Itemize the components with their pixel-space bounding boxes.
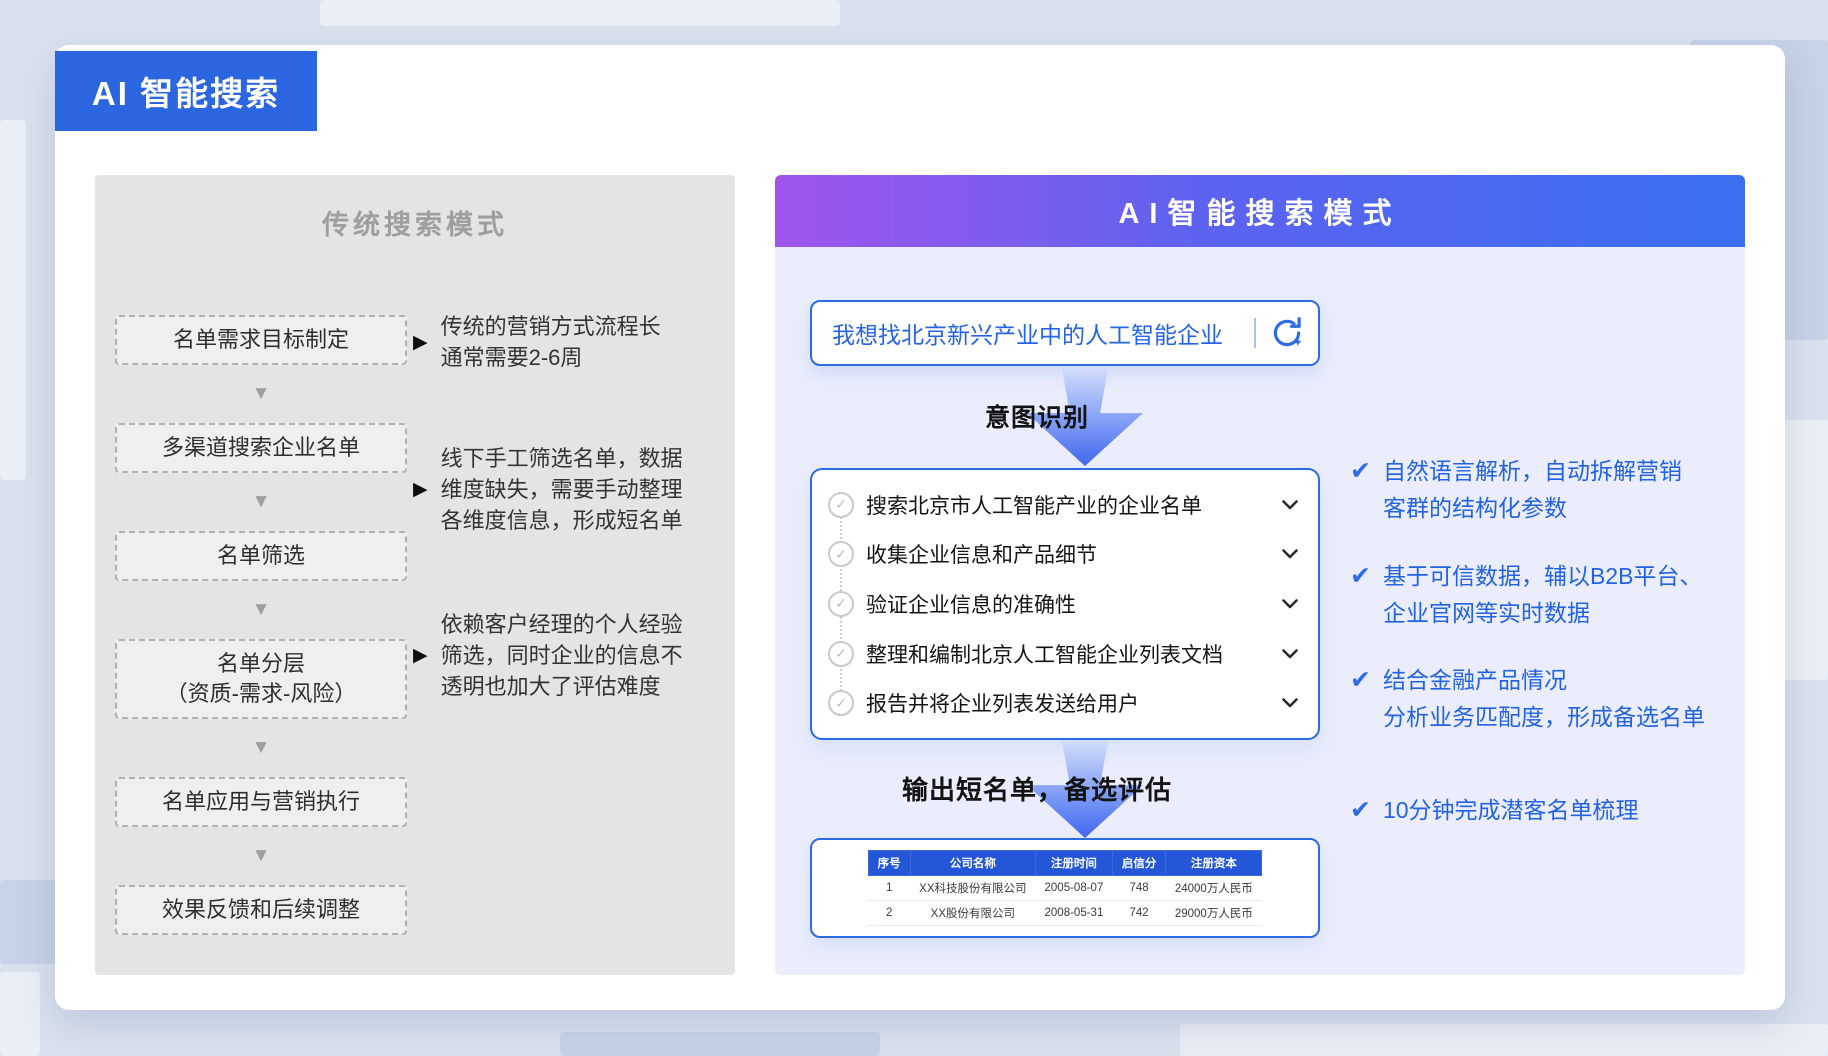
flow-down-arrow-icon: ▼	[251, 491, 271, 512]
benefit-1-text: 自然语言解析，自动拆解营销 客群的结构化参数	[1382, 458, 1682, 521]
benefit-item-2: ✔ 基于可信数据，辅以B2B平台、 企业官网等实时数据	[1350, 558, 1742, 632]
traditional-flowchart: 名单需求目标制定 ▼ 多渠道搜索企业名单 ▼ 名单筛选 ▼ 名单分层 （资质-需…	[115, 315, 407, 935]
ai-panel-title: AI智能搜索模式	[1118, 198, 1402, 230]
check-circle-icon: ✓	[828, 590, 854, 617]
chevron-down-icon[interactable]	[1278, 493, 1302, 517]
annotation-3-text: 依赖客户经理的个人经验 筛选，同时企业的信息不 透明也加大了评估难度	[440, 612, 683, 699]
check-circle-icon: ✓	[828, 491, 854, 518]
check-icon: ✔	[1350, 562, 1371, 590]
shortlist-output-step: 输出短名单，备选评估	[810, 740, 1320, 840]
chevron-down-icon[interactable]	[1278, 592, 1302, 616]
check-icon: ✔	[1350, 457, 1371, 485]
task-row-3[interactable]: ✓ 验证企业信息的准确性	[828, 579, 1302, 629]
result-table-card: 序号 公司名称 注册时间 启信分 注册资本 1 XX科技股份有限公司 2005-…	[810, 838, 1320, 938]
traditional-search-panel: 传统搜索模式 名单需求目标制定 ▼ 多渠道搜索企业名单 ▼ 名单筛选 ▼ 名单分…	[95, 175, 735, 975]
annotation-1-text: 传统的营销方式流程长 通常需要2-6周	[440, 314, 661, 370]
col-header: 公司名称	[909, 850, 1037, 876]
flow-down-arrow-icon: ▼	[251, 383, 271, 404]
page-title-badge: AI 智能搜索	[55, 51, 317, 131]
triangle-marker-icon: ▶	[413, 645, 428, 666]
check-circle-icon: ✓	[828, 541, 854, 568]
flow-step-6: 效果反馈和后续调整	[115, 885, 407, 935]
task-row-5[interactable]: ✓ 报告并将企业列表发送给用户	[828, 678, 1302, 728]
company-result-table: 序号 公司名称 注册时间 启信分 注册资本 1 XX科技股份有限公司 2005-…	[867, 850, 1263, 926]
cell: 2008-05-31	[1035, 900, 1113, 926]
cell: XX科技股份有限公司	[910, 875, 1036, 901]
annotation-3: ▶ 依赖客户经理的个人经验 筛选，同时企业的信息不 透明也加大了评估难度	[413, 609, 725, 702]
annotation-1: ▶ 传统的营销方式流程长 通常需要2-6周	[413, 311, 725, 373]
cell: 742	[1112, 900, 1166, 926]
traditional-panel-title: 传统搜索模式	[322, 210, 508, 240]
flow-step-5: 名单应用与营销执行	[115, 777, 407, 827]
shortlist-output-label: 输出短名单，备选评估	[901, 775, 1172, 805]
task-row-4[interactable]: ✓ 整理和编制北京人工智能企业列表文档	[828, 629, 1302, 679]
page-title: AI 智能搜索	[91, 75, 281, 112]
cell: 29000万人民币	[1165, 900, 1262, 926]
chevron-down-icon[interactable]	[1278, 691, 1302, 715]
task-4-label: 整理和编制北京人工智能企业列表文档	[866, 643, 1223, 667]
ai-panel-header: AI智能搜索模式	[775, 175, 1745, 247]
ai-task-list: ✓ 搜索北京市人工智能产业的企业名单 ✓ 收集企业信息和产品细节 ✓ 验证企业信…	[810, 468, 1320, 740]
ai-search-panel: AI智能搜索模式 我想找北京新兴产业中的人工智能企业 意图识别 ✓	[775, 175, 1745, 975]
col-header: 序号	[867, 850, 911, 876]
chevron-down-icon[interactable]	[1278, 542, 1302, 566]
flow-step-3: 名单筛选	[115, 531, 407, 581]
benefit-item-1: ✔ 自然语言解析，自动拆解营销 客群的结构化参数	[1350, 453, 1742, 527]
annotation-2-text: 线下手工筛选名单，数据 维度缺失，需要手动整理 各维度信息，形成短名单	[440, 446, 683, 533]
flow-step-4: 名单分层 （资质-需求-风险）	[115, 639, 407, 719]
intent-recognition-step: 意图识别	[810, 368, 1320, 468]
table-row: 2 XX股份有限公司 2008-05-31 742 29000万人民币	[868, 900, 1262, 926]
annotation-2: ▶ 线下手工筛选名单，数据 维度缺失，需要手动整理 各维度信息，形成短名单	[413, 443, 725, 536]
flow-down-arrow-icon: ▼	[251, 845, 271, 866]
flow-step-2: 多渠道搜索企业名单	[115, 423, 407, 473]
benefit-4-text: 10分钟完成潜客名单梳理	[1382, 797, 1639, 823]
check-icon: ✔	[1350, 796, 1371, 824]
cell: 2005-08-07	[1035, 875, 1113, 901]
benefit-3-text: 结合金融产品情况 分析业务匹配度，形成备选名单	[1382, 667, 1705, 730]
task-5-label: 报告并将企业列表发送给用户	[866, 693, 1139, 717]
search-query-text: 我想找北京新兴产业中的人工智能企业	[832, 322, 1223, 348]
task-row-1[interactable]: ✓ 搜索北京市人工智能产业的企业名单	[828, 480, 1302, 530]
check-circle-icon: ✓	[828, 640, 854, 667]
check-circle-icon: ✓	[828, 690, 854, 717]
cell: XX股份有限公司	[910, 900, 1036, 926]
task-3-label: 验证企业信息的准确性	[866, 593, 1076, 617]
triangle-marker-icon: ▶	[413, 479, 428, 500]
check-icon: ✔	[1350, 666, 1371, 694]
ai-refresh-search-icon[interactable]	[1268, 314, 1306, 352]
cell: 2	[868, 900, 911, 926]
main-card: AI 智能搜索 传统搜索模式 名单需求目标制定 ▼ 多渠道搜索企业名单 ▼ 名单…	[55, 45, 1785, 1010]
intent-recognition-label: 意图识别	[984, 404, 1089, 432]
flow-down-arrow-icon: ▼	[251, 599, 271, 620]
task-2-label: 收集企业信息和产品细节	[866, 544, 1097, 568]
triangle-marker-icon: ▶	[413, 331, 428, 353]
flow-step-1: 名单需求目标制定	[115, 315, 407, 365]
cell: 1	[868, 875, 911, 901]
benefit-item-4: ✔ 10分钟完成潜客名单梳理	[1350, 792, 1742, 829]
col-header: 启信分	[1111, 850, 1167, 876]
cell: 24000万人民币	[1165, 875, 1262, 901]
task-1-label: 搜索北京市人工智能产业的企业名单	[866, 494, 1202, 518]
task-row-2[interactable]: ✓ 收集企业信息和产品细节	[828, 530, 1302, 580]
flow-down-arrow-icon: ▼	[251, 737, 271, 758]
cell: 748	[1112, 875, 1166, 901]
col-header: 注册资本	[1165, 850, 1263, 876]
text-cursor	[1254, 318, 1256, 348]
col-header: 注册时间	[1035, 850, 1113, 876]
search-input[interactable]: 我想找北京新兴产业中的人工智能企业	[810, 300, 1320, 366]
benefit-item-3: ✔ 结合金融产品情况 分析业务匹配度，形成备选名单	[1350, 662, 1742, 736]
chevron-down-icon[interactable]	[1278, 642, 1302, 666]
table-header-row: 序号 公司名称 注册时间 启信分 注册资本	[867, 850, 1263, 876]
benefit-2-text: 基于可信数据，辅以B2B平台、 企业官网等实时数据	[1382, 563, 1703, 626]
table-row: 1 XX科技股份有限公司 2005-08-07 748 24000万人民币	[868, 875, 1262, 901]
